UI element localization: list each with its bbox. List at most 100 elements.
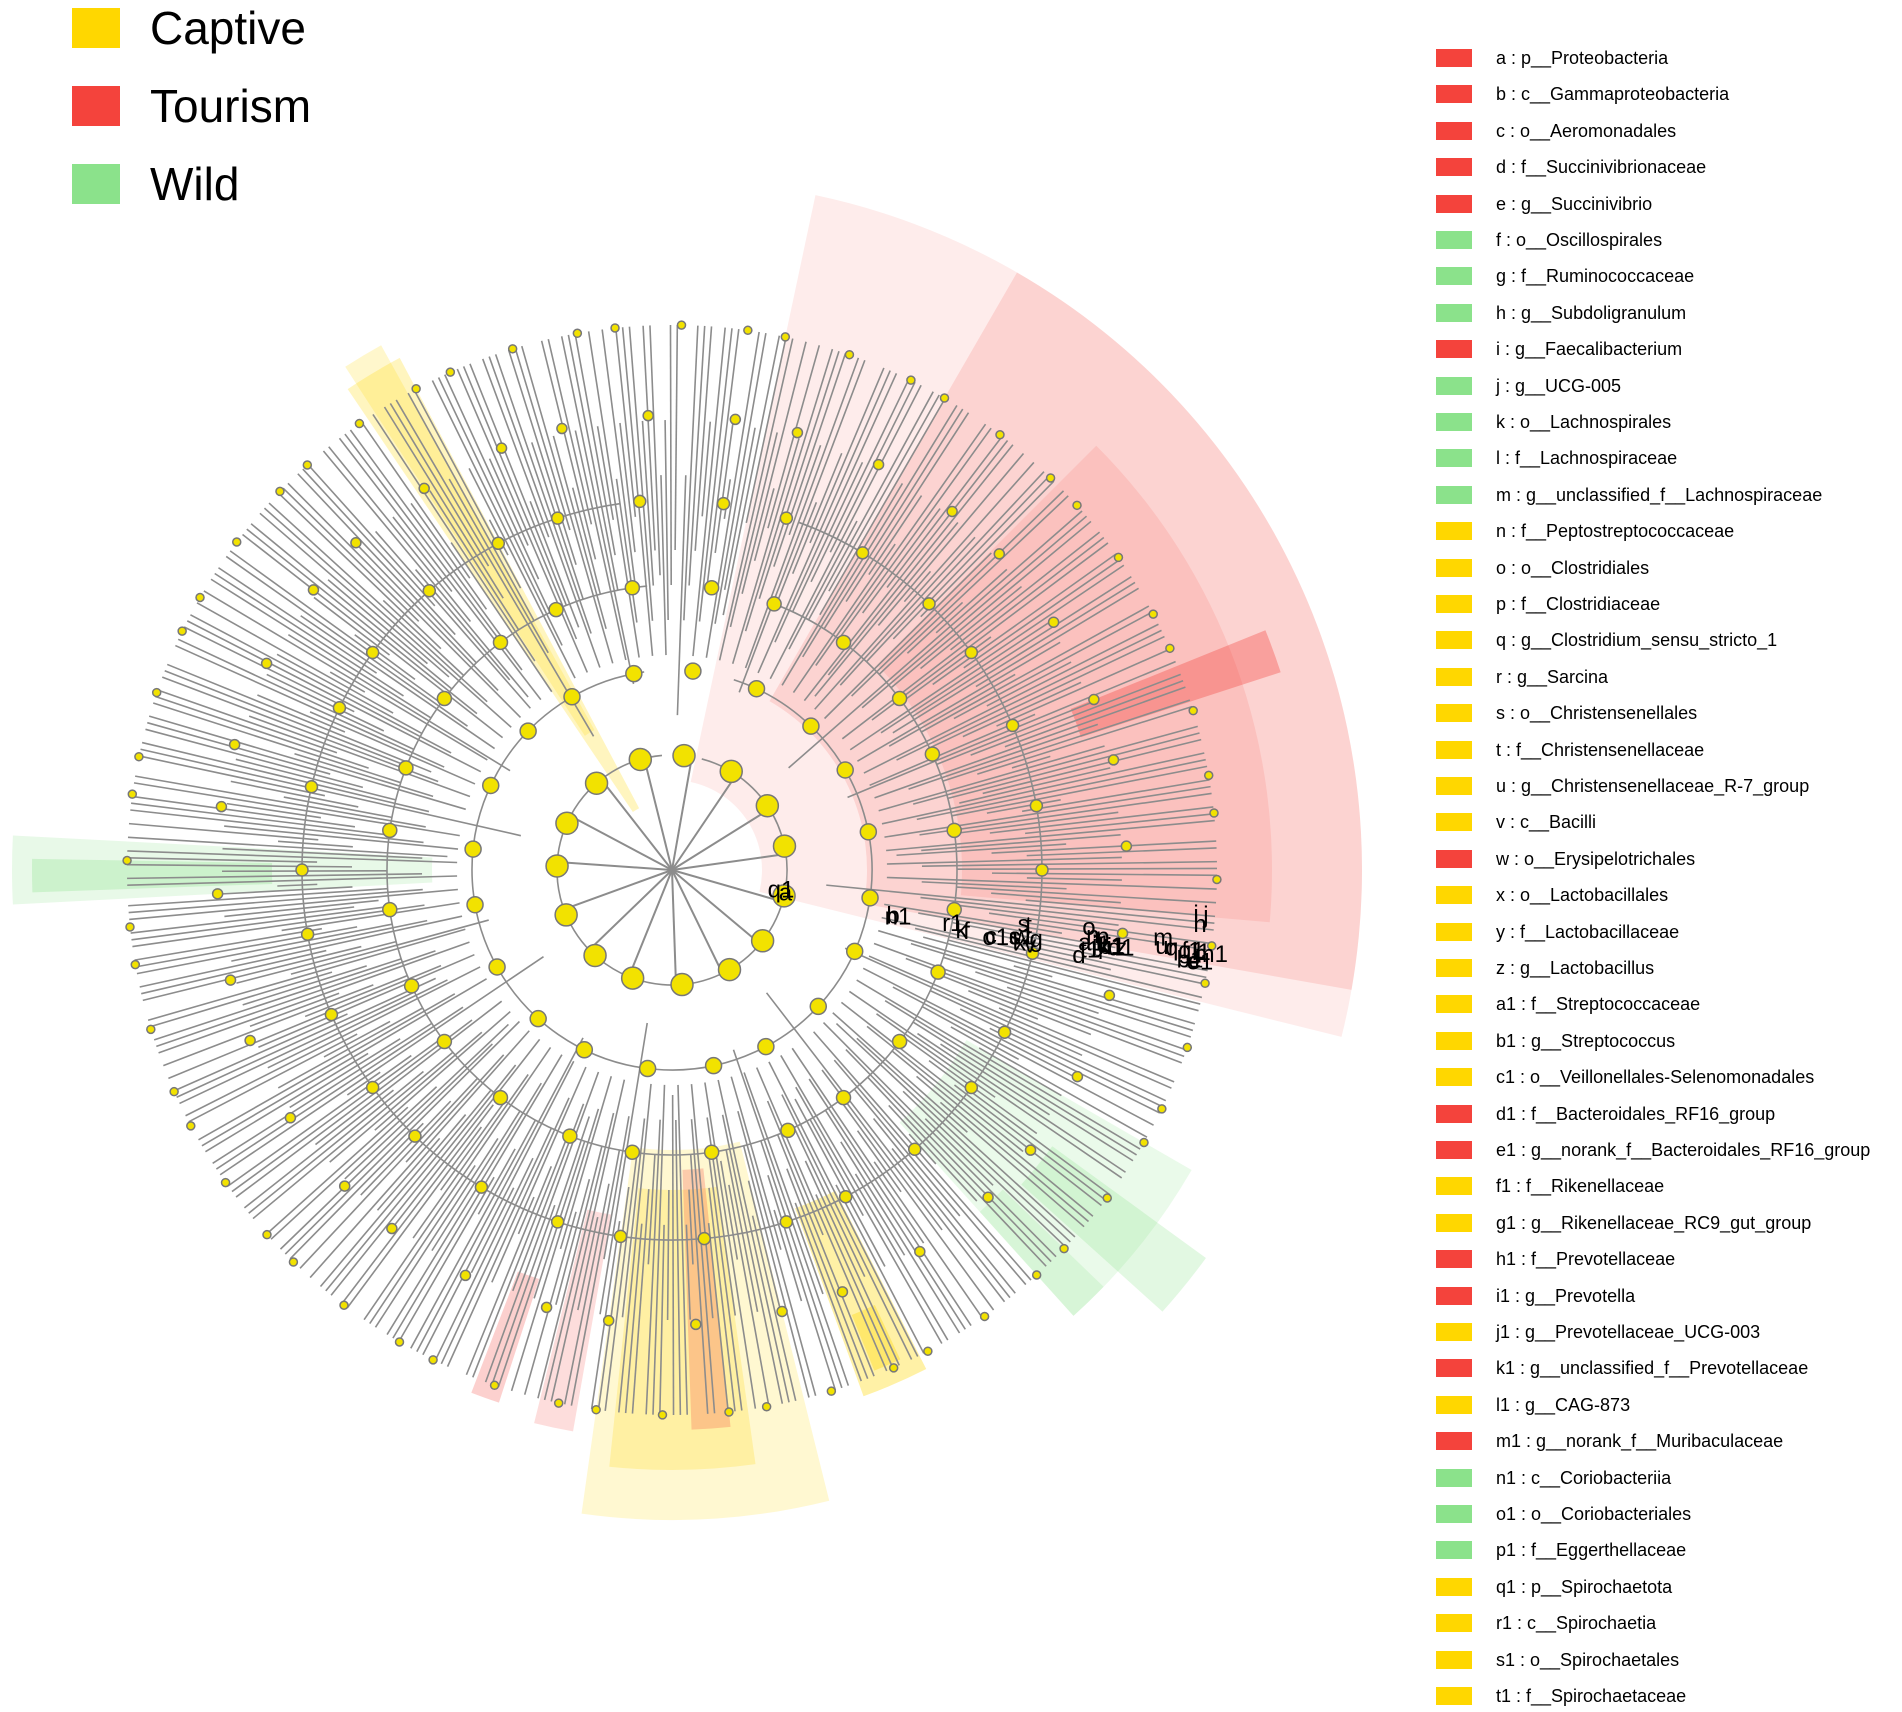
node-154 bbox=[725, 1408, 733, 1416]
node-116 bbox=[213, 889, 223, 899]
taxa-label-n: n : f__Peptostreptococcaceae bbox=[1496, 517, 1734, 545]
branch-150 bbox=[1007, 987, 1186, 1050]
taxa-label-j: j : g__UCG-005 bbox=[1496, 372, 1621, 400]
taxa-legend-item-l: l : f__Lachnospiraceae bbox=[1436, 444, 1902, 474]
branch-491 bbox=[623, 327, 653, 656]
branch-379 bbox=[278, 841, 353, 846]
taxa-legend-item-c1: c1 : o__Veillonellales-Selenomonadales bbox=[1436, 1063, 1902, 1093]
clade-highlight-layer bbox=[12, 195, 1362, 1520]
node-153 bbox=[763, 1403, 771, 1411]
node-39 bbox=[893, 691, 907, 705]
node-110 bbox=[460, 1270, 470, 1280]
node-14 bbox=[586, 772, 608, 794]
node-98 bbox=[1121, 841, 1131, 851]
taxa-swatch-i bbox=[1436, 340, 1472, 358]
taxa-label-r1: r1 : c__Spirochaetia bbox=[1496, 1609, 1656, 1637]
taxa-legend-item-m: m : g__unclassified_f__Lachnospiraceae bbox=[1436, 481, 1902, 511]
taxa-label-f1: f1 : f__Rikenellaceae bbox=[1496, 1172, 1664, 1200]
branch-inner-501 bbox=[672, 775, 736, 870]
taxa-swatch-g bbox=[1436, 267, 1472, 285]
node-37 bbox=[767, 597, 781, 611]
taxa-legend-item-f1: f1 : f__Rikenellaceae bbox=[1436, 1172, 1902, 1202]
node-25 bbox=[706, 1058, 722, 1074]
node-50 bbox=[493, 1091, 507, 1105]
branch-497 bbox=[665, 420, 668, 620]
node-3 bbox=[756, 795, 778, 817]
node-137 bbox=[1189, 707, 1197, 715]
node-130 bbox=[941, 394, 949, 402]
branch-387 bbox=[135, 776, 426, 827]
node-51 bbox=[437, 1035, 451, 1049]
branch-318 bbox=[253, 1052, 453, 1218]
taxa-label-e: e : g__Succinivibrio bbox=[1496, 190, 1652, 218]
node-144 bbox=[1158, 1105, 1166, 1113]
node-104 bbox=[915, 1247, 925, 1257]
node-114 bbox=[245, 1035, 255, 1045]
taxa-legend-item-o: o : o__Clostridiales bbox=[1436, 554, 1902, 584]
taxa-legend-item-i1: i1 : g__Prevotella bbox=[1436, 1282, 1902, 1312]
taxa-legend-item-k1: k1 : g__unclassified_f__Prevotellaceae bbox=[1436, 1354, 1902, 1384]
branch-390 bbox=[139, 756, 325, 796]
node-101 bbox=[1072, 1072, 1082, 1082]
taxa-label-p1: p1 : f__Eggerthellaceae bbox=[1496, 1536, 1686, 1564]
branch-310 bbox=[290, 1123, 423, 1259]
node-96 bbox=[1089, 695, 1099, 705]
branch-275 bbox=[492, 1205, 555, 1384]
node-58 bbox=[549, 603, 563, 617]
node-120 bbox=[308, 585, 318, 595]
node-139 bbox=[1210, 809, 1218, 817]
taxa-legend-item-d1: d1 : f__Bacteroidales_RF16_group bbox=[1436, 1100, 1902, 1130]
taxa-swatch-o1 bbox=[1436, 1505, 1472, 1523]
taxa-legend-item-a: a : p__Proteobacteria bbox=[1436, 44, 1902, 74]
taxa-label-a1: a1 : f__Streptococcaceae bbox=[1496, 990, 1700, 1018]
node-124 bbox=[557, 424, 567, 434]
node-54 bbox=[383, 823, 397, 837]
node-131 bbox=[996, 431, 1004, 439]
taxa-swatch-s1 bbox=[1436, 1651, 1472, 1669]
node-60 bbox=[717, 498, 729, 510]
wild-swatch bbox=[72, 164, 120, 204]
node-105 bbox=[837, 1287, 847, 1297]
group-legend-tourism: Tourism bbox=[72, 80, 332, 132]
taxa-swatch-a1 bbox=[1436, 995, 1472, 1013]
taxa-label-c1: c1 : o__Veillonellales-Selenomonadales bbox=[1496, 1063, 1814, 1091]
node-172 bbox=[135, 753, 143, 761]
taxa-legend-item-n1: n1 : c__Coriobacteriia bbox=[1436, 1464, 1902, 1494]
node-44 bbox=[893, 1035, 907, 1049]
node-18 bbox=[803, 718, 819, 734]
taxa-swatch-m bbox=[1436, 486, 1472, 504]
node-69 bbox=[999, 1026, 1011, 1038]
taxa-legend-item-t: t : f__Christensenellaceae bbox=[1436, 736, 1902, 766]
node-90 bbox=[730, 414, 740, 424]
taxa-swatch-f bbox=[1436, 231, 1472, 249]
taxa-legend-item-c: c : o__Aeromonadales bbox=[1436, 117, 1902, 147]
taxa-swatch-w bbox=[1436, 850, 1472, 868]
taxa-label-f: f : o__Oscillospirales bbox=[1496, 226, 1662, 254]
taxa-swatch-r bbox=[1436, 668, 1472, 686]
node-165 bbox=[187, 1122, 195, 1130]
node-84 bbox=[333, 702, 345, 714]
group-legend-captive: Captive bbox=[72, 2, 332, 54]
node-66 bbox=[1030, 800, 1042, 812]
node-179 bbox=[355, 420, 363, 428]
taxa-swatch-j bbox=[1436, 377, 1472, 395]
node-47 bbox=[705, 1145, 719, 1159]
node-138 bbox=[1205, 771, 1213, 779]
node-93 bbox=[947, 506, 957, 516]
taxa-legend-item-q: q : g__Clostridium_sensu_stricto_1 bbox=[1436, 626, 1902, 656]
taxa-label-y: y : f__Lactobacillaceae bbox=[1496, 918, 1679, 946]
taxon-label-m1: m1 bbox=[1195, 941, 1228, 968]
branch-303 bbox=[326, 1090, 491, 1291]
taxa-label-q1: q1 : p__Spirochaetota bbox=[1496, 1573, 1672, 1601]
node-45 bbox=[837, 1091, 851, 1105]
node-183 bbox=[573, 329, 581, 337]
node-49 bbox=[563, 1129, 577, 1143]
taxa-label-k1: k1 : g__unclassified_f__Prevotellaceae bbox=[1496, 1354, 1808, 1382]
node-1 bbox=[673, 745, 695, 767]
taxa-label-s: s : o__Christensenellales bbox=[1496, 699, 1697, 727]
taxa-legend-item-f: f : o__Oscillospirales bbox=[1436, 226, 1902, 256]
taxa-swatch-o bbox=[1436, 559, 1472, 577]
node-95 bbox=[1049, 617, 1059, 627]
node-31 bbox=[465, 841, 481, 857]
node-12 bbox=[546, 855, 568, 877]
